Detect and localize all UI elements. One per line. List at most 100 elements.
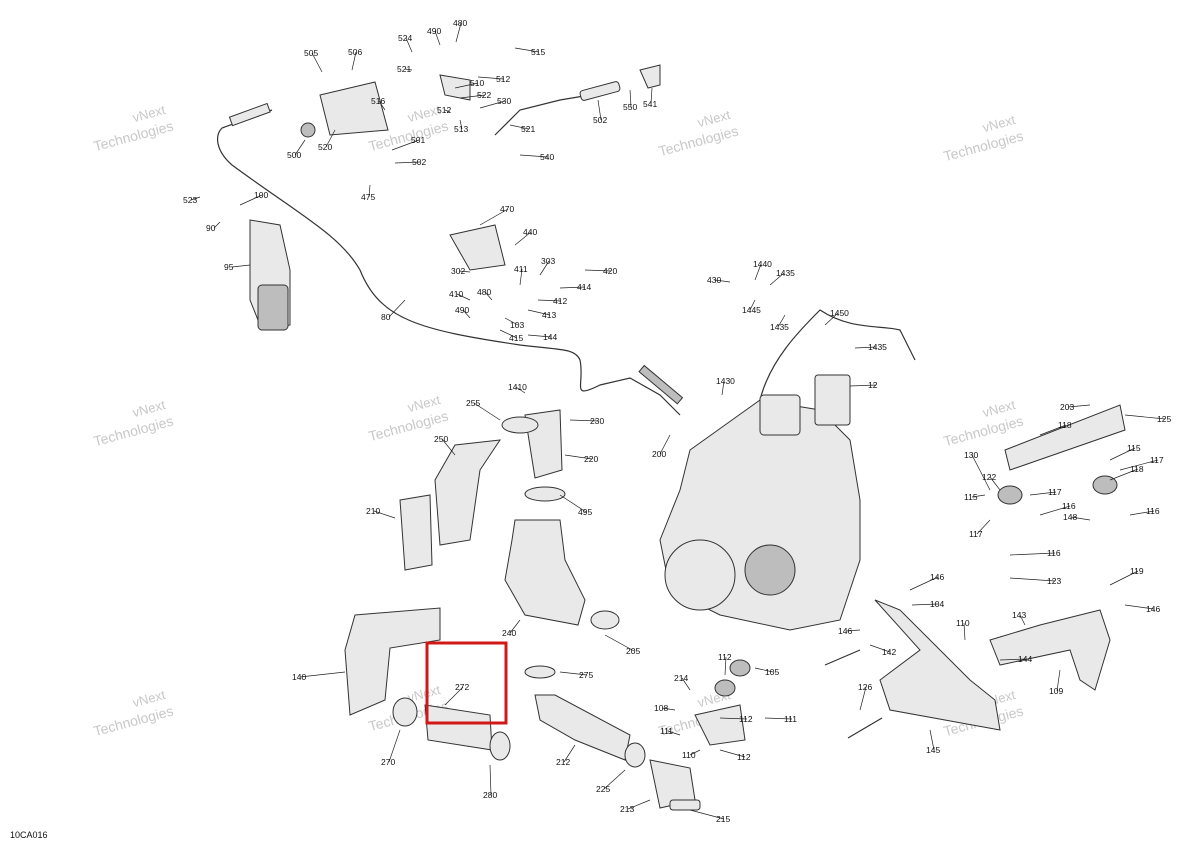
- highlight-box-270[interactable]: [425, 641, 508, 725]
- callout-130[interactable]: 130: [964, 450, 978, 460]
- callout-80[interactable]: 80: [381, 312, 391, 322]
- callout-512[interactable]: 512: [437, 105, 451, 115]
- callout-144[interactable]: 144: [543, 332, 557, 342]
- callout-142[interactable]: 142: [882, 647, 896, 657]
- callout-214[interactable]: 214: [674, 673, 688, 683]
- callout-1435[interactable]: 1435: [776, 268, 795, 278]
- callout-108[interactable]: 108: [654, 703, 668, 713]
- callout-112[interactable]: 112: [718, 652, 732, 662]
- callout-513[interactable]: 513: [454, 124, 468, 134]
- callout-521[interactable]: 521: [521, 124, 535, 134]
- callout-109[interactable]: 109: [1049, 686, 1063, 696]
- callout-413[interactable]: 413: [542, 310, 556, 320]
- callout-104[interactable]: 104: [930, 599, 944, 609]
- callout-272[interactable]: 272: [455, 682, 469, 692]
- callout-110[interactable]: 110: [682, 750, 696, 760]
- callout-521[interactable]: 521: [397, 64, 411, 74]
- callout-118[interactable]: 118: [1058, 420, 1072, 430]
- callout-215[interactable]: 215: [716, 814, 730, 824]
- callout-510[interactable]: 510: [470, 78, 484, 88]
- callout-117[interactable]: 117: [1048, 487, 1062, 497]
- callout-115[interactable]: 115: [964, 492, 978, 502]
- callout-255[interactable]: 255: [466, 398, 480, 408]
- callout-146[interactable]: 146: [1146, 604, 1160, 614]
- callout-205[interactable]: 205: [626, 646, 640, 656]
- callout-144[interactable]: 144: [1018, 654, 1032, 664]
- callout-220[interactable]: 220: [584, 454, 598, 464]
- callout-126[interactable]: 126: [858, 682, 872, 692]
- callout-146[interactable]: 146: [930, 572, 944, 582]
- callout-117[interactable]: 117: [969, 529, 983, 539]
- callout-143[interactable]: 143: [1012, 610, 1026, 620]
- callout-117[interactable]: 117: [1150, 455, 1164, 465]
- callout-495[interactable]: 495: [578, 507, 592, 517]
- callout-506[interactable]: 506: [348, 47, 362, 57]
- callout-146[interactable]: 146: [838, 626, 852, 636]
- callout-411[interactable]: 411: [514, 264, 528, 274]
- callout-1450[interactable]: 1450: [830, 308, 849, 318]
- callout-90[interactable]: 90: [206, 223, 216, 233]
- callout-302[interactable]: 302: [451, 266, 465, 276]
- callout-270[interactable]: 270: [381, 757, 395, 767]
- callout-501[interactable]: 501: [411, 135, 425, 145]
- callout-1430[interactable]: 1430: [716, 376, 735, 386]
- callout-210[interactable]: 210: [366, 506, 380, 516]
- callout-240[interactable]: 240: [502, 628, 516, 638]
- callout-500[interactable]: 500: [287, 150, 301, 160]
- callout-540[interactable]: 540: [540, 152, 554, 162]
- callout-520[interactable]: 520: [318, 142, 332, 152]
- callout-95[interactable]: 95: [224, 262, 234, 272]
- callout-111[interactable]: 111: [660, 726, 673, 736]
- callout-505[interactable]: 505: [304, 48, 318, 58]
- callout-116[interactable]: 116: [1062, 501, 1076, 511]
- callout-414[interactable]: 414: [577, 282, 591, 292]
- callout-123[interactable]: 123: [1047, 576, 1061, 586]
- callout-1410[interactable]: 1410: [508, 382, 527, 392]
- callout-440[interactable]: 440: [523, 227, 537, 237]
- callout-250[interactable]: 250: [434, 434, 448, 444]
- callout-122[interactable]: 122: [982, 472, 996, 482]
- callout-420[interactable]: 420: [603, 266, 617, 276]
- callout-110[interactable]: 110: [956, 618, 970, 628]
- callout-200[interactable]: 200: [652, 449, 666, 459]
- callout-550[interactable]: 550: [623, 102, 637, 112]
- callout-115[interactable]: 115: [1127, 443, 1141, 453]
- callout-530[interactable]: 530: [497, 96, 511, 106]
- callout-516[interactable]: 516: [371, 96, 385, 106]
- callout-515[interactable]: 515: [531, 47, 545, 57]
- callout-303[interactable]: 303: [541, 256, 555, 266]
- callout-1435[interactable]: 1435: [770, 322, 789, 332]
- callout-480[interactable]: 480: [477, 287, 491, 297]
- callout-512[interactable]: 512: [496, 74, 510, 84]
- callout-112[interactable]: 112: [739, 714, 753, 724]
- callout-275[interactable]: 275: [579, 670, 593, 680]
- callout-430[interactable]: 430: [707, 275, 721, 285]
- callout-490[interactable]: 490: [427, 26, 441, 36]
- callout-410[interactable]: 410: [449, 289, 463, 299]
- callout-415[interactable]: 415: [509, 333, 523, 343]
- callout-103[interactable]: 103: [510, 320, 524, 330]
- callout-12[interactable]: 12: [868, 380, 878, 390]
- callout-523[interactable]: 523: [183, 195, 197, 205]
- callout-502[interactable]: 502: [412, 157, 426, 167]
- callout-412[interactable]: 412: [553, 296, 567, 306]
- callout-1440[interactable]: 1440: [753, 259, 772, 269]
- callout-112[interactable]: 112: [737, 752, 751, 762]
- callout-140[interactable]: 140: [292, 672, 306, 682]
- callout-280[interactable]: 280: [483, 790, 497, 800]
- callout-502[interactable]: 502: [593, 115, 607, 125]
- callout-480[interactable]: 480: [453, 18, 467, 28]
- callout-541[interactable]: 541: [643, 99, 657, 109]
- callout-203[interactable]: 203: [1060, 402, 1074, 412]
- callout-116[interactable]: 116: [1146, 506, 1160, 516]
- callout-105[interactable]: 105: [765, 667, 779, 677]
- callout-213[interactable]: 213: [620, 804, 634, 814]
- callout-118[interactable]: 118: [1130, 464, 1144, 474]
- callout-111[interactable]: 111: [784, 714, 797, 724]
- callout-225[interactable]: 225: [596, 784, 610, 794]
- callout-212[interactable]: 212: [556, 757, 570, 767]
- callout-119[interactable]: 119: [1130, 566, 1144, 576]
- callout-475[interactable]: 475: [361, 192, 375, 202]
- callout-148[interactable]: 148: [1063, 512, 1077, 522]
- callout-470[interactable]: 470: [500, 204, 514, 214]
